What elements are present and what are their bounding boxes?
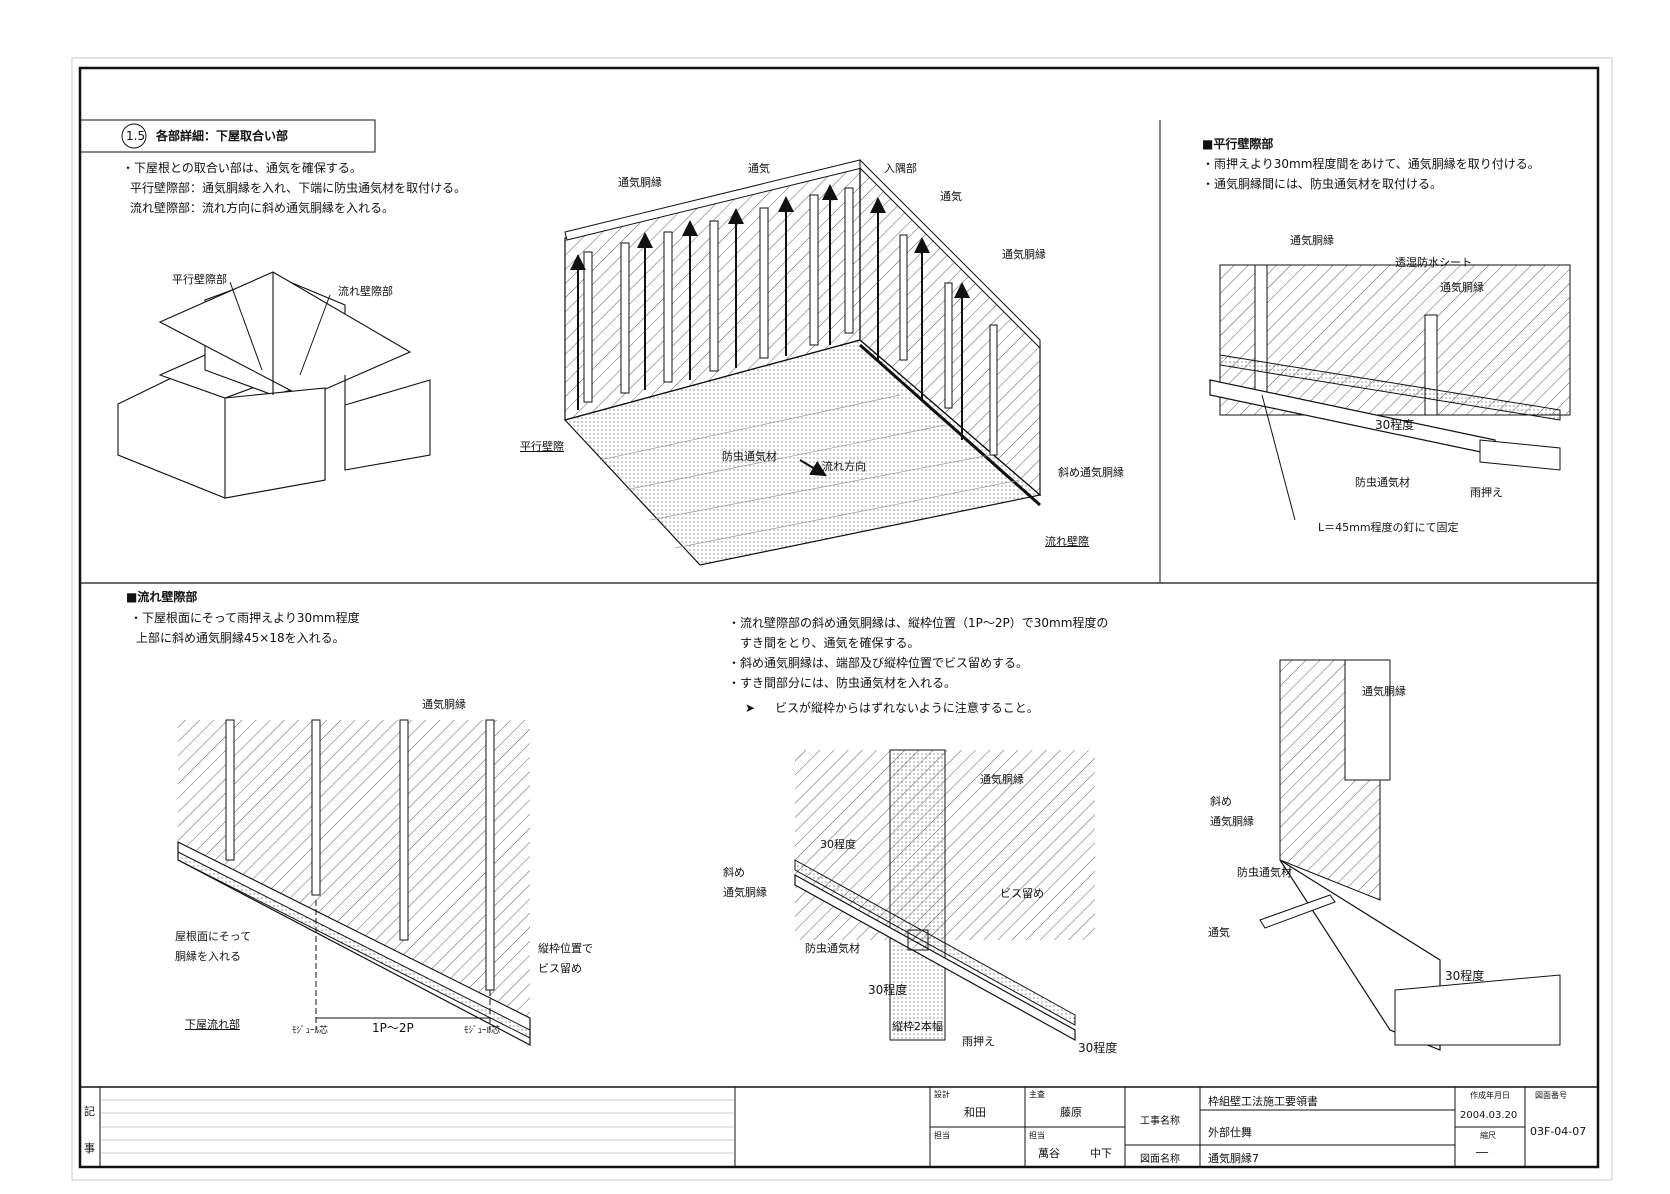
- iso-battens: [583, 187, 854, 403]
- tb-sub: 外部仕舞: [1208, 1126, 1252, 1139]
- intro-line-2: 平行壁際部：通気胴縁を入れ、下端に防虫通気材を取付ける。: [130, 181, 467, 195]
- label-parallel-wall: 平行壁際部: [172, 273, 227, 286]
- caution-note: ビスが縦枠からはずれないように注意すること。: [775, 701, 1039, 715]
- tb-remark-2: 事: [84, 1142, 95, 1155]
- tb-remark-1: 記: [84, 1105, 95, 1118]
- right-label-gap: 30程度: [1445, 969, 1485, 983]
- intro-line-3: 流れ壁際部：流れ方向に斜め通気胴縁を入れる。: [130, 201, 395, 215]
- iso-label-vent-2: 通気: [940, 190, 962, 203]
- right-label-diag-1: 斜め: [1210, 795, 1232, 808]
- mid-label-gap-2: 30程度: [1078, 1041, 1118, 1055]
- slope-label-module-2: ﾓｼﾞｭｰﾙ芯: [464, 1026, 501, 1036]
- slope-label-fix-2: ビス留め: [538, 962, 582, 975]
- tb-no-label: 図面番号: [1535, 1091, 1567, 1100]
- center-note-4: ・すき間部分には、防虫通気材を入れる。: [728, 676, 957, 690]
- tb-check-1: 萬谷: [1038, 1147, 1060, 1160]
- parallel-label-flashing: 雨押え: [1470, 486, 1503, 499]
- iso-label-parallel: 平行壁際: [520, 440, 564, 453]
- iso-label-batten-2: 通気胴縁: [1002, 248, 1046, 261]
- iso-label-slope-wall: 流れ壁際: [1045, 535, 1089, 548]
- slope-label-lower: 下屋流れ部: [185, 1018, 240, 1031]
- tb-check-label-2: 担当: [1029, 1131, 1045, 1140]
- mid-label-diag-2: 通気胴縁: [723, 886, 767, 899]
- slope-label-along-2: 胴縁を入れる: [175, 950, 241, 963]
- iso-label-vent-1: 通気: [748, 162, 770, 175]
- slope-label-fix-1: 縦枠位置で: [538, 942, 593, 955]
- tb-drawn-label: 設計: [934, 1090, 950, 1099]
- section-title: 各部詳細：下屋取合い部: [156, 129, 289, 143]
- slope-label-batten: 通気胴縁: [422, 698, 466, 711]
- slope-label-span: 1P～2P: [372, 1021, 414, 1035]
- parallel-label-gap: 30程度: [1375, 418, 1415, 432]
- mid-label-flashing: 雨押え: [962, 1035, 995, 1048]
- tb-check-2: 中下: [1090, 1147, 1112, 1160]
- tb-scale: ──: [1476, 1148, 1489, 1159]
- parallel-label-batten-1: 通気胴縁: [1290, 234, 1334, 247]
- tb-drawing: 通気胴縁7: [1208, 1152, 1259, 1165]
- slope-note-2: 上部に斜め通気胴縁45×18を入れる。: [136, 631, 345, 645]
- mid-label-gap-80: 30程度: [820, 838, 856, 851]
- center-note-2: すき間をとり、通気を確保する。: [740, 636, 920, 650]
- label-slope-wall: 流れ壁際部: [338, 285, 393, 298]
- section-number: 1.5: [126, 129, 146, 143]
- parallel-label-insect: 防虫通気材: [1355, 476, 1410, 489]
- mid-label-stud: 縦枠2本幅: [892, 1020, 943, 1033]
- mid-label-insect: 防虫通気材: [805, 942, 860, 955]
- house-iso: [117, 271, 431, 499]
- tb-chief: 藤原: [1060, 1106, 1082, 1119]
- center-note-1: ・流れ壁際部の斜め通気胴縁は、縦枠位置（1P～2P）で30mm程度の: [728, 616, 1109, 630]
- mid-label-gap: 30程度: [868, 983, 908, 997]
- mid-label-screw: ビス留め: [1000, 887, 1044, 900]
- arrow-icon: ➤: [745, 701, 756, 715]
- tb-project: 枠組壁工法施工要領書: [1208, 1095, 1318, 1108]
- iso-label-inner-corner: 入隅部: [884, 162, 917, 175]
- tb-project-label: 工事名称: [1140, 1116, 1180, 1127]
- iso-label-diag: 斜め通気胴縁: [1058, 466, 1124, 479]
- iso-label-flow: 流れ方向: [822, 460, 866, 473]
- tb-number: 03F-04-07: [1530, 1125, 1587, 1138]
- tb-date-label: 作成年月日: [1470, 1091, 1510, 1100]
- tb-drawing-label: 図面名称: [1140, 1154, 1180, 1165]
- intro-line-1: ・下屋根との取合い部は、通気を確保する。: [122, 161, 362, 175]
- mid-label-diag-1: 斜め: [723, 866, 745, 879]
- right-label-insect: 防虫通気材: [1237, 866, 1292, 879]
- slope-note-1: ・下屋根面にそって雨押えより30mm程度: [130, 611, 360, 625]
- right-label-diag-2: 通気胴縁: [1210, 815, 1254, 828]
- parallel-heading: ■平行壁際部: [1202, 137, 1274, 151]
- parallel-label-batten-2: 通気胴縁: [1440, 281, 1484, 294]
- slope-label-along-1: 屋根面にそって: [175, 930, 252, 943]
- tb-drawn: 和田: [964, 1106, 986, 1119]
- center-note-3: ・斜め通気胴縁は、端部及び縦枠位置でビス留めする。: [728, 656, 1029, 670]
- tb-scale-label: 縮尺: [1480, 1131, 1496, 1140]
- slope-heading: ■流れ壁際部: [126, 590, 198, 604]
- right-label-vent: 通気: [1208, 926, 1230, 939]
- mid-label-batten: 通気胴縁: [980, 773, 1024, 786]
- parallel-note-1: ・雨押えより30mm程度間をあけて、通気胴縁を取り付ける。: [1202, 157, 1540, 171]
- slope-label-module-1: ﾓｼﾞｭｰﾙ芯: [292, 1026, 329, 1036]
- tb-check-label: 担当: [934, 1131, 950, 1140]
- iso-label-batten-1: 通気胴縁: [618, 176, 662, 189]
- iso-label-insect: 防虫通気材: [722, 450, 777, 463]
- tb-chief-label: 主査: [1029, 1090, 1045, 1099]
- parallel-note-2: ・通気胴縁間には、防虫通気材を取付ける。: [1202, 177, 1443, 191]
- right-label-batten: 通気胴縁: [1362, 685, 1406, 698]
- tb-date: 2004.03.20: [1460, 1110, 1518, 1121]
- parallel-label-sheet: 透湿防水シート: [1395, 256, 1472, 269]
- parallel-label-nail: L＝45mm程度の釘にて固定: [1318, 521, 1459, 534]
